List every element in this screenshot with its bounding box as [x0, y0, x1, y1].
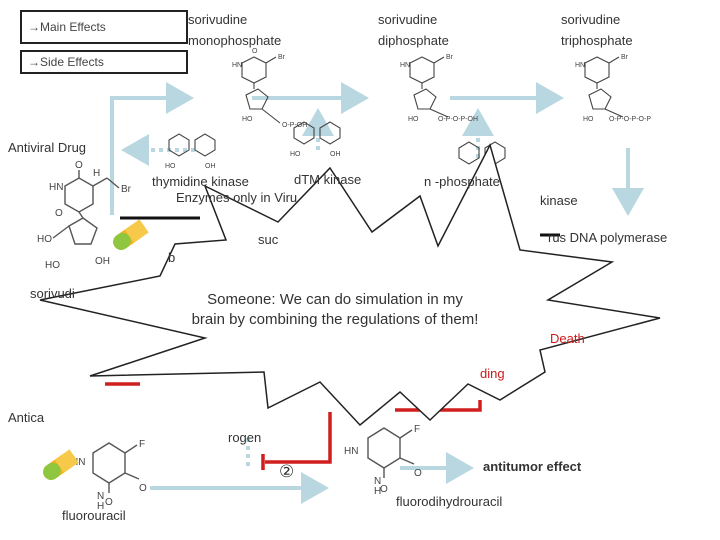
- svg-text:Br: Br: [121, 184, 132, 195]
- svg-text:HN: HN: [575, 62, 585, 69]
- nucleoside-structure-a: HO OH: [165, 133, 216, 170]
- sorivudine-label: sorivudi: [30, 286, 75, 301]
- triphosphate-label: sorivudine triphosphate: [561, 9, 633, 51]
- fluorodihydrouracil-structure: F O O HN NH: [344, 424, 422, 497]
- virus-dna-polymerase-label: rus DNA polymerase: [548, 230, 668, 245]
- anticancer-label: Antica: [8, 410, 45, 425]
- enzymes-virus-label: Enzymes only in Viru: [176, 190, 298, 205]
- svg-text:N: N: [97, 491, 104, 502]
- fragment-rogen-label: rogen: [228, 430, 262, 445]
- kinase-label: kinase: [540, 193, 578, 208]
- svg-text:HN: HN: [400, 62, 410, 69]
- svg-text:HN: HN: [49, 182, 63, 193]
- svg-text:HN: HN: [344, 446, 358, 457]
- svg-text:O-P-OH: O-P-OH: [282, 122, 307, 129]
- antitumor-effect-label: antitumor effect: [483, 459, 582, 474]
- svg-text:Br: Br: [278, 54, 286, 61]
- death-label: Death: [550, 331, 585, 346]
- arrow-sorivudine-to-mono: [110, 82, 194, 215]
- pill-icon: [43, 449, 79, 480]
- svg-text:O: O: [105, 497, 113, 508]
- svg-text:OH: OH: [205, 163, 216, 170]
- triphosphate-label-line-2: triphosphate: [561, 33, 633, 48]
- nucleoside-phosphate-label: n -phosphate: [424, 174, 500, 189]
- svg-text:HO: HO: [583, 116, 594, 123]
- thymidine-kinase-label: thymidine kinase: [152, 174, 249, 189]
- inhibit-dpd: [265, 412, 332, 464]
- binding-label: ding: [480, 366, 505, 381]
- legend-main-effects-label: →Main Effects: [28, 20, 106, 34]
- svg-text:F: F: [139, 439, 145, 450]
- fluorodihydrouracil-label: fluorodihydrouracil: [396, 494, 503, 509]
- svg-text:O: O: [55, 208, 63, 219]
- legend-side-effects: →Side Effects: [20, 50, 188, 74]
- monophosphate-structure: Br HN O O-P-OH HO: [232, 48, 307, 129]
- svg-text:O-P-O-P-OH: O-P-O-P-OH: [438, 116, 478, 123]
- svg-text:N: N: [374, 476, 381, 487]
- monophosphate-label-line-1: sorivudine: [188, 12, 248, 27]
- antiviral-drug-label: Antiviral Drug: [8, 140, 87, 155]
- nucleoside-structure-b: HO OH: [290, 121, 341, 158]
- svg-text:HO: HO: [165, 163, 176, 170]
- svg-text:HO: HO: [242, 116, 253, 123]
- svg-text:O: O: [380, 484, 388, 495]
- svg-text:O: O: [139, 483, 147, 494]
- pill-icon: [113, 219, 149, 250]
- fragment-suc-label: suc: [258, 232, 279, 247]
- svg-text:O-P-O-P-O-P: O-P-O-P-O-P: [609, 116, 651, 123]
- dtmp-kinase-label: d​TM kinase: [294, 172, 362, 187]
- svg-text:OH: OH: [330, 151, 341, 158]
- diphosphate-label-line-1: sorivudine: [378, 12, 438, 27]
- svg-text:HO: HO: [37, 234, 52, 245]
- sorivudine-structure: O Br H HN O HO HO OH: [37, 160, 132, 271]
- monophosphate-label: sorivudine monophosphate: [188, 9, 281, 51]
- svg-text:F: F: [414, 424, 420, 435]
- svg-text:H: H: [93, 168, 100, 179]
- monophosphate-label-line-2: monophosphate: [188, 33, 282, 48]
- svg-text:Br: Br: [621, 54, 629, 61]
- svg-text:O: O: [414, 468, 422, 479]
- fluorouracil-label: fluorouracil: [62, 508, 126, 523]
- svg-text:H: H: [374, 486, 381, 497]
- reaction-step-marker: ②: [279, 462, 295, 481]
- diphosphate-structure: Br HN O-P-O-P-OH HO: [400, 54, 478, 123]
- svg-text:Br: Br: [446, 54, 454, 61]
- svg-text:H: H: [97, 501, 104, 512]
- svg-text:HO: HO: [408, 116, 419, 123]
- speech-callout-shape: [39, 142, 661, 427]
- diphosphate-label-line-2: diphosphate: [378, 33, 449, 48]
- fragment-b-label: b: [168, 250, 176, 265]
- svg-text:O: O: [252, 48, 258, 55]
- main-pathway-arrows: [110, 82, 644, 504]
- triphosphate-structure: Br HN O-P-O-P-O-P HO: [575, 54, 651, 123]
- triphosphate-label-line-1: sorivudine: [561, 12, 621, 27]
- svg-text:HO: HO: [45, 260, 60, 271]
- diphosphate-label: sorivudine diphosphate: [378, 9, 449, 51]
- speech-callout-text: Someone: We can do simulation in my brai…: [191, 291, 479, 328]
- svg-text:HN: HN: [232, 62, 242, 69]
- svg-text:HO: HO: [290, 151, 301, 158]
- legend-side-effects-label: →Side Effects: [28, 55, 104, 69]
- legend-main-effects: →Main Effects: [20, 10, 188, 44]
- svg-text:OH: OH: [95, 256, 110, 267]
- svg-text:O: O: [75, 160, 83, 171]
